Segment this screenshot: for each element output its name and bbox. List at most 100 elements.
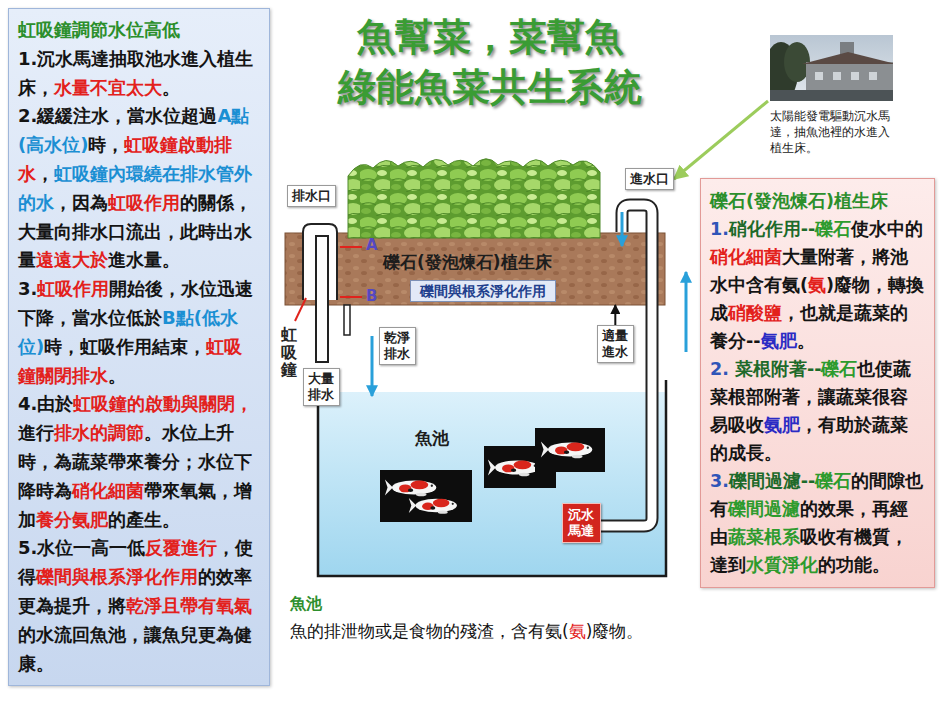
- caption: 太陽能發電驅動沉水馬達，抽魚池裡的水進入植生床。: [770, 108, 896, 156]
- solar-photo: [802, 52, 893, 64]
- solar-photo: [833, 72, 841, 80]
- text-run: 礫間與根系淨化作用: [36, 566, 198, 587]
- text-run: 氨肥: [761, 331, 797, 351]
- paragraph: 4.由於虹吸鐘的啟動與關閉，進行排水的調節。水位上升時，為蔬菜帶來養分；水位下降…: [18, 390, 260, 534]
- pump-box: 沉水馬達: [562, 503, 601, 543]
- text-run: 4.由於: [18, 393, 73, 414]
- text-run: ，因為: [54, 192, 108, 213]
- text-run: 虹吸鐘調節水位高低: [18, 19, 180, 40]
- paragraph: 1.硝化作用--礫石使水中的硝化細菌大量附著，將池水中含有氨(氨)廢物，轉換成硝…: [710, 215, 925, 355]
- box-label: 礫間與根系淨化作用: [420, 282, 546, 300]
- paragraph: 3.礫間過濾--礫石的間隙也有礫間過濾的效果，再經由蔬菜根系吸收有機質，達到水質…: [710, 467, 925, 579]
- water-level-marks: [295, 247, 362, 321]
- paragraph: 2. 菜根附著--礫石也使蔬菜根部附著，讓蔬菜很容易吸收氨肥，有助於蔬菜的成長。: [710, 355, 925, 467]
- text-run: 太陽能發電驅動沉水馬達，抽魚池裡的水進入植生床。: [770, 109, 890, 155]
- fish-tank: 魚池沉水馬達: [318, 375, 666, 576]
- text-run: 虹吸作用: [37, 278, 109, 299]
- text-run: 的水流回魚池，讓魚兒更為健康。: [18, 624, 252, 674]
- title: 魚幫菜，菜幫魚 綠能魚菜共生系統: [290, 12, 690, 112]
- text-run: 礫間與根系淨化作用: [420, 283, 546, 299]
- text-run: 養分氨肥: [36, 509, 108, 530]
- label-box: 排水口: [287, 185, 336, 207]
- label-box: 乾淨排水: [379, 327, 416, 365]
- text-run: 水量不宜太大: [54, 77, 162, 98]
- label-box: 大量排水: [303, 368, 340, 406]
- text-run: 3.: [18, 278, 37, 299]
- text-run: 硝化作用--: [729, 219, 816, 239]
- text-run: 3.: [710, 471, 729, 491]
- text-run: 的產生。: [108, 509, 180, 530]
- text-run: 時，虹吸作用結束，: [44, 336, 206, 357]
- text-run: 排水口: [292, 188, 331, 203]
- level-marker: B: [366, 287, 377, 305]
- text-run: 礫石: [815, 219, 851, 239]
- part-label: 虹吸鐘: [281, 326, 297, 379]
- grow-bed-gravel: [285, 233, 665, 305]
- text-run: 菜根附著--: [735, 359, 822, 379]
- inlet-pipe: [600, 205, 652, 526]
- paragraph: 5.水位一高一低反覆進行，使得礫間與根系淨化作用的效率更為提升，將乾淨且帶有氧氣…: [18, 534, 260, 678]
- text-run: 乾淨且帶有氧氣: [126, 595, 252, 616]
- process-box: 礫間與根系淨化作用: [410, 280, 556, 302]
- text-run: 硝酸鹽: [728, 303, 782, 323]
- text-run: 。: [108, 365, 126, 386]
- flow-arrow: [685, 272, 688, 352]
- text-run: 礫石: [821, 359, 857, 379]
- text-run: 乾淨排水: [384, 330, 410, 361]
- grow-bed: 礫石(發泡煉石)植生床礫間與根系淨化作用: [285, 233, 665, 305]
- text-run: 時，: [88, 134, 124, 155]
- panel-heading: 虹吸鐘調節水位高低: [18, 16, 260, 45]
- koi-photo: [488, 460, 539, 477]
- lettuce: [348, 159, 600, 238]
- text-run: 水質淨化: [746, 555, 818, 575]
- grow-bed-gravel: [285, 233, 665, 305]
- text-run: 。: [797, 331, 815, 351]
- paragraph: 1.沉水馬達抽取池水進入植生床，水量不宜太大。: [18, 45, 260, 103]
- text-run: 進水量。: [108, 249, 180, 270]
- text-run: A: [366, 236, 378, 254]
- inlet-pipe: [600, 205, 652, 526]
- text-run: 虹吸鐘的啟動與關閉，: [73, 393, 253, 414]
- box-label: 乾淨排水: [384, 330, 411, 362]
- text-run: 蔬菜根系: [728, 527, 800, 547]
- box-label: 排水口: [292, 188, 331, 204]
- panel-heading: 礫石(發泡煉石)植生床: [710, 187, 925, 215]
- text-run: 礫石: [815, 471, 851, 491]
- text-run: [729, 359, 735, 379]
- text-run: 排水的調節: [54, 422, 144, 443]
- text-run: 1.: [710, 219, 729, 239]
- solar-photo: [770, 35, 893, 101]
- fish-tank: [318, 380, 666, 576]
- box-label: 沉水馬達: [568, 507, 595, 539]
- flow-arrow: [621, 212, 624, 246]
- text-run: 虹吸作用: [108, 192, 180, 213]
- text-run: 進水口: [630, 171, 669, 186]
- note: 魚的排泄物或是食物的殘渣，含有氨(氨)廢物。: [290, 620, 643, 643]
- text-run: )廢物。: [586, 621, 644, 641]
- solar-photo: [815, 72, 823, 80]
- fish-tank: [319, 392, 665, 575]
- box-label: 適量進水: [602, 328, 629, 360]
- paragraph: 2.緩緩注水，當水位超過A點(高水位)時，虹吸鐘啟動排水，虹吸鐘內環繞在排水管外…: [18, 102, 260, 275]
- text-run: 遠遠大於: [36, 249, 108, 270]
- koi-photo: [385, 480, 436, 497]
- flow-arrow: [372, 212, 686, 396]
- text-run: 魚的排泄物或是食物的殘渣，含有氨(: [290, 621, 569, 641]
- text-run: 魚池: [415, 428, 449, 448]
- koi-photo: [541, 442, 592, 459]
- text-run: 礫石(發泡煉石)植生床: [383, 252, 552, 272]
- text-run: 礫間過濾--: [729, 471, 816, 491]
- flow-arrow: [371, 336, 374, 396]
- text-run: 沉水馬達: [568, 507, 594, 538]
- text-run: 反覆進行: [145, 537, 217, 558]
- lettuce: [348, 159, 600, 238]
- inlet-pipe: [600, 205, 652, 526]
- photo-caption: 太陽能發電驅動沉水馬達，抽魚池裡的水進入植生床。: [768, 35, 896, 156]
- solar-photo: [770, 90, 893, 101]
- solar-photo: [851, 72, 859, 80]
- siphon-bell: [303, 224, 350, 362]
- text-run: 硝化細菌: [710, 247, 782, 267]
- info-panel: 虹吸鐘調節水位高低 1.沉水馬達抽取池水進入植生床，水量不宜太大。2.緩緩注水，當…: [8, 8, 270, 686]
- text-run: 5.水位一高一低: [18, 537, 145, 558]
- text-run: 適量進水: [602, 328, 628, 359]
